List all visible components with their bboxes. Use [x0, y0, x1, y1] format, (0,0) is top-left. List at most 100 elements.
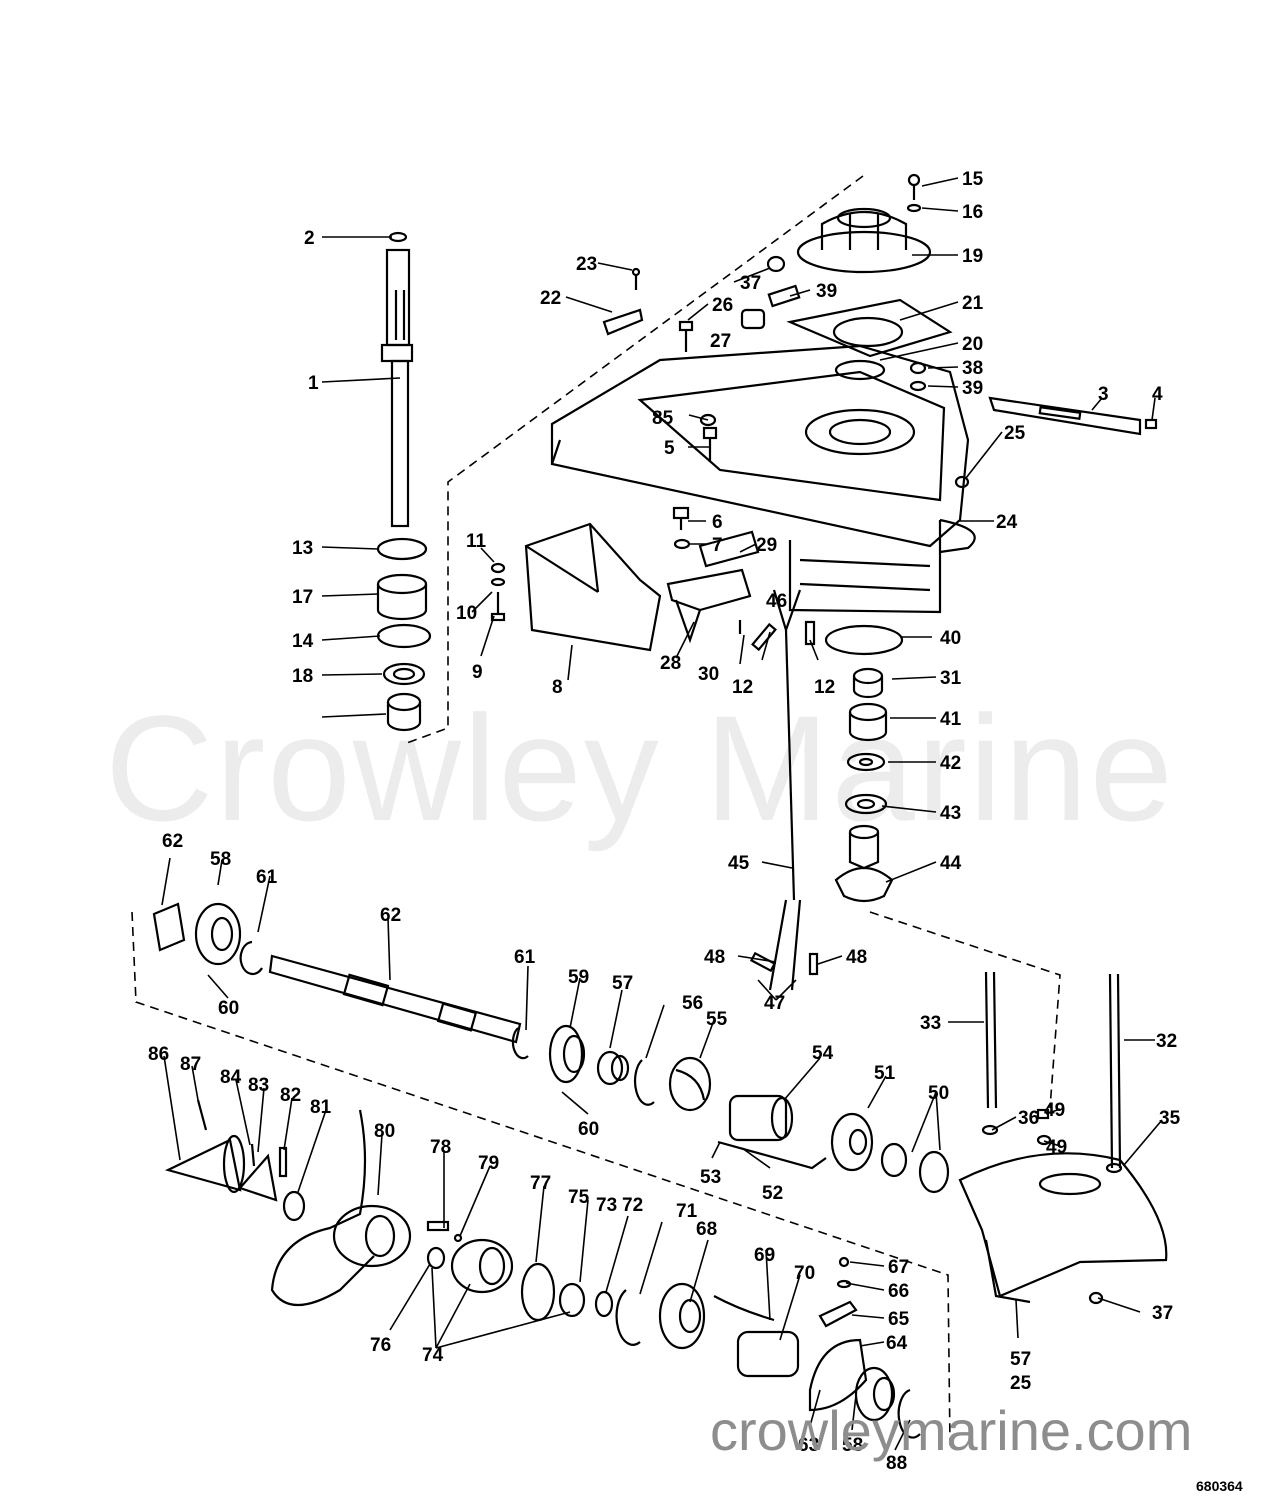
washer-7 [673, 538, 691, 550]
callout-2: 2 [304, 228, 315, 249]
leader-lines [161, 177, 1163, 1451]
bearing-20 [386, 692, 422, 732]
pin-12 [751, 622, 777, 652]
plate-3 [988, 396, 1142, 436]
gasket-31 [698, 530, 760, 568]
callout-64: 64 [886, 1333, 908, 1354]
gear-60-left [194, 902, 242, 966]
callout-62: 62 [162, 831, 183, 852]
screw-4 [1144, 418, 1158, 430]
callout-55: 55 [706, 1009, 728, 1030]
callout-20: 20 [962, 334, 983, 355]
pin-84 [250, 1143, 256, 1167]
impeller-housing-17 [796, 207, 932, 274]
callout-16: 16 [962, 202, 983, 223]
callout-67: 67 [888, 1257, 909, 1278]
propeller-nut-cone-87 [164, 1134, 246, 1194]
bearing-45 [844, 793, 888, 815]
propeller-81 [270, 1109, 412, 1307]
callout-61: 61 [514, 947, 536, 968]
callout-25: 25 [1004, 423, 1026, 444]
callout-49: 49 [1046, 1137, 1067, 1158]
callout-32: 32 [1156, 1031, 1177, 1052]
callout-53: 53 [700, 1167, 721, 1188]
callout-68: 68 [696, 1219, 717, 1240]
callout-71: 71 [676, 1201, 698, 1222]
gearcase-lower-housing [958, 1152, 1168, 1304]
nut-39b [909, 361, 927, 375]
o-ring-21 [834, 359, 886, 381]
dashed-outline-right [869, 911, 1061, 1109]
washer-74 [594, 1290, 614, 1318]
cover-30 [666, 568, 752, 644]
callout-29: 29 [756, 535, 777, 556]
callout-65: 65 [888, 1309, 910, 1330]
washer-86 [699, 413, 717, 427]
dashed-outlines [131, 175, 1061, 1446]
callout-49: 49 [1044, 1100, 1065, 1121]
fitting-27 [954, 475, 970, 489]
dashed-outline-upper [403, 175, 864, 745]
stud-36 [984, 971, 998, 1109]
callout-37: 37 [1152, 1303, 1173, 1324]
plug-38 [1088, 1291, 1104, 1305]
callout-44: 44 [940, 853, 962, 874]
callout-36: 36 [1018, 1108, 1039, 1129]
retaining-ring-73 [615, 1289, 641, 1346]
callout-39: 39 [962, 378, 983, 399]
callout-42: 42 [940, 753, 961, 774]
bearing-76 [558, 1282, 586, 1318]
pinion-gear-46 [834, 824, 894, 903]
bracket-23 [602, 308, 644, 336]
callout-40: 40 [940, 628, 961, 649]
callout-1: 1 [308, 373, 319, 394]
callout-81: 81 [310, 1097, 332, 1118]
callout-52: 52 [762, 1183, 783, 1204]
callout-6: 6 [712, 512, 723, 533]
spring-57 [668, 1056, 712, 1112]
washer-69 [836, 1279, 852, 1289]
clip-67 [818, 1300, 858, 1328]
washer-44 [846, 752, 886, 772]
cam-56 [728, 1094, 794, 1142]
callout-14: 14 [292, 631, 314, 652]
callout-39: 39 [816, 281, 837, 302]
callout-57: 57 [1010, 1349, 1031, 1370]
callout-77: 77 [530, 1173, 551, 1194]
callout-12: 12 [732, 677, 753, 698]
screw-9 [490, 592, 506, 622]
callout-54: 54 [812, 1043, 834, 1064]
callout-58: 58 [842, 1435, 863, 1456]
callout-72: 72 [622, 1195, 643, 1216]
washer-10 [490, 577, 506, 587]
callout-79: 79 [478, 1153, 499, 1174]
callout-57: 57 [612, 973, 633, 994]
callout-15: 15 [962, 169, 984, 190]
callout-13: 13 [292, 538, 313, 559]
callout-63: 63 [798, 1435, 819, 1456]
callout-88: 88 [886, 1453, 907, 1474]
callout-46: 46 [766, 591, 787, 612]
website-watermark: crowleymarine.com [710, 1399, 1193, 1462]
shift-link-55-54 [717, 1140, 827, 1170]
cone-85 [238, 1153, 278, 1202]
callout-59: 59 [568, 967, 589, 988]
callout-87: 87 [180, 1054, 201, 1075]
callout-60: 60 [578, 1119, 599, 1140]
callout-84: 84 [220, 1067, 242, 1088]
stud-35 [1108, 973, 1122, 1169]
gear-57b [854, 1366, 896, 1422]
gearcase-upper-housing [550, 344, 976, 614]
callout-76: 76 [370, 1335, 391, 1356]
pin-12b [804, 620, 816, 646]
o-ring-78 [520, 1262, 556, 1322]
callout-86: 86 [148, 1044, 169, 1065]
callout-33: 33 [920, 1013, 941, 1034]
callout-51: 51 [874, 1063, 896, 1084]
pin-49b [808, 952, 819, 976]
driveshaft [380, 231, 414, 528]
housing-72 [736, 1330, 800, 1378]
bearing-33 [852, 667, 884, 699]
